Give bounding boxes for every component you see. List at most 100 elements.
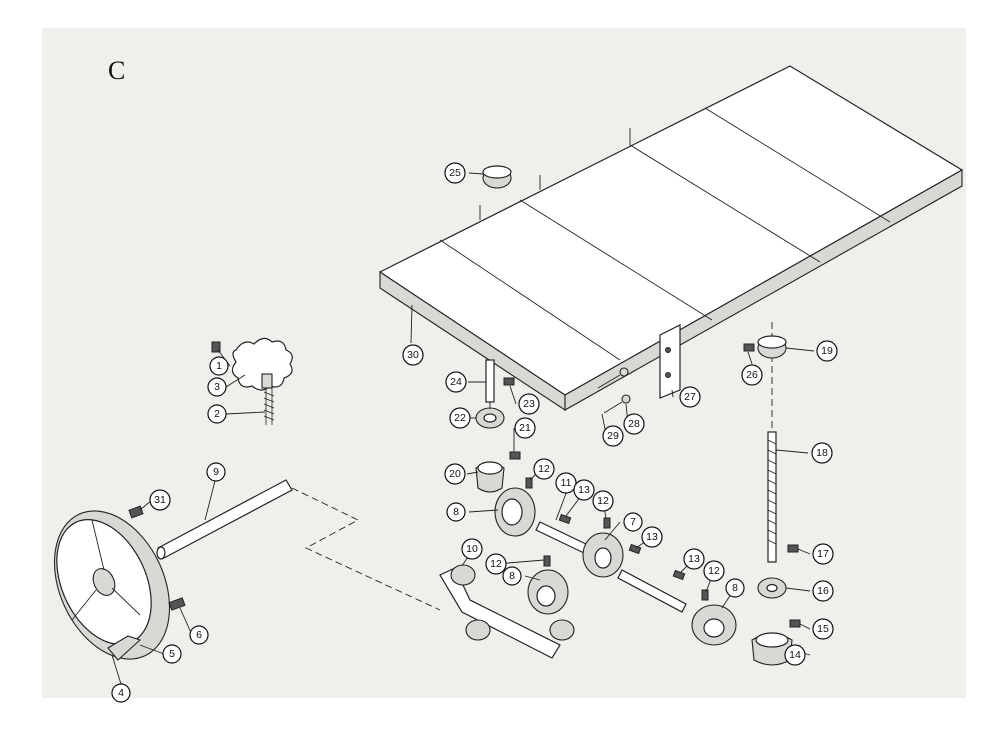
callout-number: 12 — [490, 558, 502, 570]
callout-12: 12 — [592, 490, 614, 512]
callout-7: 7 — [623, 512, 643, 532]
callout-circle — [623, 512, 643, 532]
callout-3: 3 — [207, 377, 227, 397]
assembly-lines — [291, 402, 491, 611]
callout-number: 12 — [597, 495, 609, 507]
callout-circle — [207, 377, 227, 397]
callout-16: 16 — [812, 580, 834, 602]
callout-circle — [641, 526, 663, 548]
callout-number: 12 — [538, 463, 550, 475]
callout-15: 15 — [812, 618, 834, 640]
callout-30: 30 — [402, 344, 424, 366]
callout-11: 11 — [555, 472, 577, 494]
handle-grip — [107, 635, 142, 661]
callout-6: 6 — [189, 625, 209, 645]
callout-number: 29 — [607, 430, 619, 442]
callout-12: 12 — [533, 458, 555, 480]
callout-circle — [811, 442, 833, 464]
callout-number: 21 — [519, 422, 531, 434]
callout-number: 12 — [708, 565, 720, 577]
callout-28: 28 — [623, 413, 645, 435]
callout-circle — [784, 644, 806, 666]
callout-29: 29 — [602, 425, 624, 447]
callout-labels: 1234567888910111212121213131314151617181… — [111, 162, 838, 703]
callout-4: 4 — [111, 683, 131, 703]
callout-circle — [461, 538, 483, 560]
callout-circle — [812, 580, 834, 602]
callout-number: 8 — [509, 570, 515, 582]
callout-20: 20 — [444, 463, 466, 485]
callout-number: 8 — [732, 582, 738, 594]
set-screw-6 — [168, 597, 186, 611]
table-assembly — [378, 65, 964, 412]
lead-screw-assembly — [482, 165, 801, 666]
callout-23: 23 — [518, 393, 540, 415]
callout-circle — [485, 553, 507, 575]
callout-8: 8 — [446, 502, 466, 522]
callout-number: 13 — [646, 531, 658, 543]
callout-number: 19 — [821, 345, 833, 357]
callout-12: 12 — [485, 553, 507, 575]
callout-number: 7 — [630, 516, 636, 528]
handwheel-assembly — [53, 510, 186, 661]
callout-number: 30 — [407, 349, 419, 361]
callout-number: 18 — [816, 447, 828, 459]
callout-10: 10 — [461, 538, 483, 560]
callout-circle — [449, 407, 471, 429]
callout-circle — [725, 578, 745, 598]
callout-number: 31 — [154, 494, 166, 506]
callout-circle — [623, 413, 645, 435]
callout-number: 11 — [561, 477, 572, 489]
knob-assembly — [211, 337, 293, 425]
callout-circle — [683, 548, 705, 570]
callout-number: 9 — [213, 466, 219, 478]
callout-number: 28 — [628, 418, 640, 430]
callout-circle — [592, 490, 614, 512]
bracket-10 — [439, 564, 575, 659]
callout-8: 8 — [725, 578, 745, 598]
callout-22: 22 — [449, 407, 471, 429]
callout-5: 5 — [162, 644, 182, 664]
key-23 — [503, 377, 515, 386]
callout-circle — [679, 386, 701, 408]
callout-circle — [445, 371, 467, 393]
callout-number: 23 — [523, 398, 535, 410]
callout-number: 13 — [688, 553, 700, 565]
callout-number: 16 — [817, 585, 829, 597]
callout-circle — [446, 502, 466, 522]
callout-number: 4 — [118, 687, 124, 699]
callout-circle — [555, 472, 577, 494]
callout-18: 18 — [811, 442, 833, 464]
callout-circle — [444, 463, 466, 485]
callout-circle — [703, 560, 725, 582]
callout-number: 24 — [450, 376, 462, 388]
callout-number: 1 — [216, 360, 222, 372]
callout-number: 26 — [746, 369, 758, 381]
callout-13: 13 — [683, 548, 705, 570]
callout-13: 13 — [573, 479, 595, 501]
callout-circle — [533, 458, 555, 480]
bracket-plate — [659, 324, 681, 399]
callout-number: 20 — [449, 468, 461, 480]
callout-circle — [514, 417, 536, 439]
callout-17: 17 — [812, 543, 834, 565]
set-screw-1 — [211, 341, 221, 353]
callout-circle — [812, 618, 834, 640]
callout-number: 25 — [449, 167, 461, 179]
gear-train — [494, 477, 737, 646]
callout-number: 14 — [789, 649, 801, 661]
callout-circle — [206, 462, 226, 482]
shaft-9 — [128, 479, 293, 560]
callout-circle — [111, 683, 131, 703]
callout-circle — [402, 344, 424, 366]
callout-25: 25 — [444, 162, 466, 184]
callout-8: 8 — [502, 566, 522, 586]
callout-number: 17 — [817, 548, 829, 560]
callout-circle — [518, 393, 540, 415]
key-31 — [128, 505, 144, 519]
callout-1: 1 — [209, 356, 229, 376]
callout-number: 2 — [214, 408, 220, 420]
callout-circle — [189, 625, 209, 645]
callout-2: 2 — [207, 404, 227, 424]
